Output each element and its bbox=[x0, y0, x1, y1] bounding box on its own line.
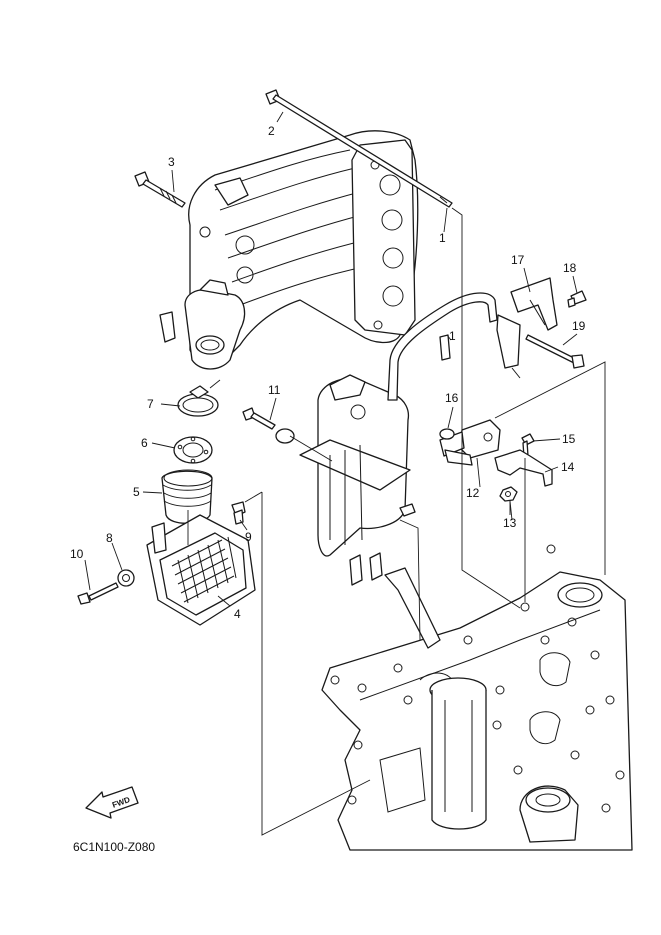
bolt-10 bbox=[77, 582, 119, 605]
callout-9: 9 bbox=[245, 530, 252, 544]
bolt-18 bbox=[567, 290, 587, 308]
callout-8: 8 bbox=[106, 531, 113, 545]
callout-4: 4 bbox=[234, 607, 241, 621]
vapor-separator bbox=[299, 374, 416, 586]
callout-14: 14 bbox=[561, 460, 575, 474]
callout-1a: 1 bbox=[439, 231, 446, 245]
callout-2: 2 bbox=[268, 124, 275, 138]
fuel-hose bbox=[387, 292, 521, 401]
fwd-arrow-icon: FWD bbox=[85, 786, 139, 819]
nut-13 bbox=[499, 486, 518, 502]
bracket-14 bbox=[494, 449, 553, 487]
block-bolt-holes bbox=[330, 544, 625, 813]
solenoid-valve-12 bbox=[439, 419, 501, 466]
grommet-8 bbox=[117, 569, 135, 587]
bracket-17 bbox=[510, 277, 558, 331]
callout-11: 11 bbox=[268, 383, 281, 397]
callout-7: 7 bbox=[147, 397, 154, 411]
assembly-lines bbox=[187, 207, 606, 836]
callout-6: 6 bbox=[141, 436, 148, 450]
callout-12: 12 bbox=[466, 486, 480, 500]
callout-labels: 1 1 2 3 4 5 6 7 8 9 10 11 12 13 14 15 16… bbox=[70, 124, 586, 621]
engine-block bbox=[321, 544, 633, 851]
intake-silencer-4 bbox=[146, 514, 256, 626]
clamp-7 bbox=[177, 385, 219, 417]
callout-13: 13 bbox=[503, 516, 517, 530]
callout-1b: 1 bbox=[449, 329, 456, 343]
callout-5: 5 bbox=[133, 485, 140, 499]
diagram-code: 6C1N100-Z080 bbox=[73, 840, 155, 854]
gasket-6 bbox=[173, 436, 213, 464]
bolt-11 bbox=[242, 407, 295, 444]
callout-16: 16 bbox=[445, 391, 459, 405]
silencer-grid bbox=[171, 536, 237, 604]
leader-lines bbox=[84, 111, 578, 607]
callout-18: 18 bbox=[563, 261, 577, 275]
callout-15: 15 bbox=[562, 432, 576, 446]
callout-17: 17 bbox=[511, 253, 525, 267]
collar-9 bbox=[231, 501, 246, 525]
bolt-3 bbox=[134, 171, 186, 208]
clip-16 bbox=[439, 428, 455, 440]
intake-manifold bbox=[159, 130, 419, 370]
callout-10: 10 bbox=[70, 547, 84, 561]
cable-tie-19 bbox=[525, 334, 585, 369]
bolt-2 bbox=[265, 89, 453, 208]
boot-5 bbox=[161, 469, 213, 524]
callout-3: 3 bbox=[168, 155, 175, 169]
callout-19: 19 bbox=[572, 319, 586, 333]
dowel-pin-1 bbox=[439, 334, 451, 361]
